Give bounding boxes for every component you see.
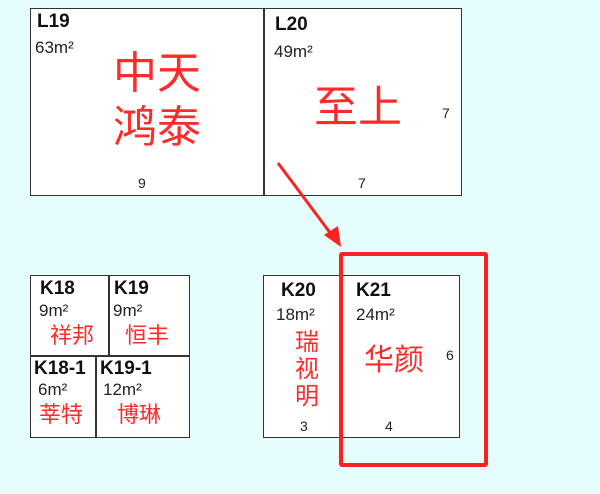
block-K20-K21: [263, 275, 460, 438]
unit-code: L19: [37, 11, 70, 32]
divider: [95, 355, 97, 438]
block-K18-K19: [30, 275, 190, 438]
unit-code: L20: [275, 14, 308, 35]
block-L: [30, 8, 462, 196]
tenant-name: 鸿泰: [113, 102, 201, 153]
dimension: 4: [385, 418, 393, 434]
dimension: 6: [446, 347, 454, 363]
divider: [108, 275, 110, 356]
unit-code: K18: [40, 278, 75, 299]
tenant-name: 至上: [314, 82, 402, 133]
tenant-name: 明: [295, 382, 319, 410]
tenant-name: 瑞: [295, 328, 319, 356]
unit-code: K19: [114, 278, 149, 299]
dimension: 9: [138, 175, 146, 191]
tenant-name: 中天: [113, 48, 201, 99]
unit-area: 9m²: [39, 301, 69, 320]
tenant-name: 莘特: [39, 403, 84, 428]
unit-area: 49m²: [274, 42, 313, 61]
highlight-box: [339, 252, 488, 467]
tenant-name: 祥邦: [50, 324, 95, 349]
unit-area: 6m²: [38, 380, 68, 399]
dimension: 3: [300, 418, 308, 434]
tenant-name: 恒丰: [125, 324, 170, 349]
dimension: 7: [358, 175, 366, 191]
tenant-name: 视: [295, 355, 319, 383]
unit-area: 9m²: [113, 301, 143, 320]
unit-code: K20: [281, 280, 316, 301]
divider: [30, 355, 190, 357]
unit-area: 12m²: [103, 380, 142, 399]
divider: [263, 8, 265, 196]
unit-area: 24m²: [356, 305, 395, 324]
dimension: 7: [442, 105, 450, 121]
unit-code: K21: [356, 280, 391, 301]
unit-code: K18-1: [34, 358, 86, 379]
tenant-name: 博琳: [117, 403, 162, 428]
unit-area: 18m²: [276, 305, 315, 324]
tenant-name: 华颜: [364, 343, 424, 378]
unit-code: K19-1: [100, 358, 152, 379]
unit-area: 63m²: [35, 38, 74, 57]
